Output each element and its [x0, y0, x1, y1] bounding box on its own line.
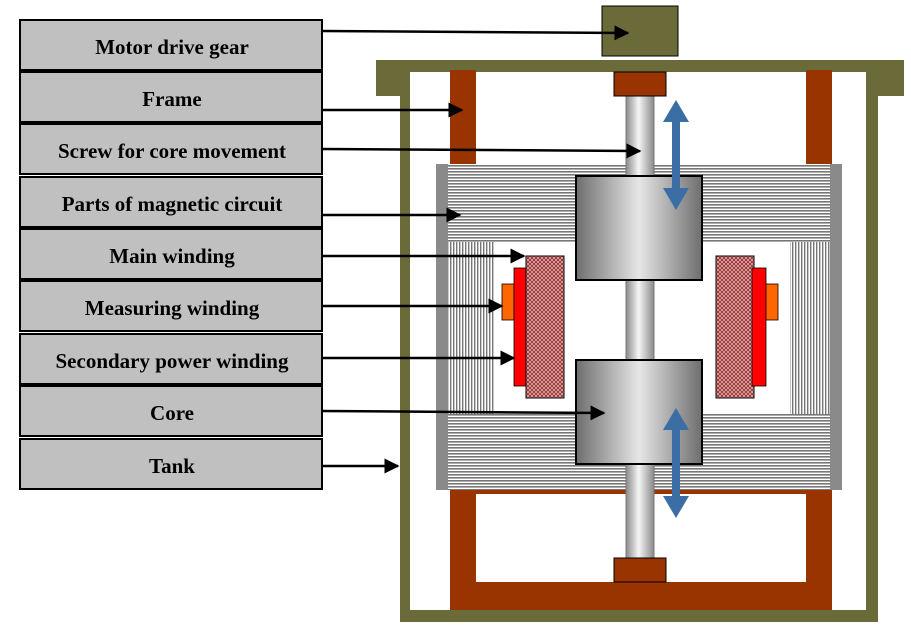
main-winding-left — [525, 255, 565, 399]
label-core: Core — [150, 401, 194, 425]
label-measuring-winding: Measuring winding — [85, 296, 260, 320]
secondary-winding-left — [501, 283, 515, 321]
windings-right — [715, 255, 779, 399]
windings-left — [501, 255, 565, 399]
pointer-screw — [321, 143, 642, 159]
label-box-frame — [19, 71, 323, 123]
main-winding-right — [715, 255, 755, 399]
label-tank: Tank — [149, 454, 195, 478]
label-box-tank — [19, 438, 323, 490]
movement-arrow-upper — [663, 100, 689, 210]
label-frame: Frame — [142, 87, 201, 111]
pointer-core — [321, 405, 606, 421]
screw — [613, 71, 667, 583]
secondary-winding-right — [765, 283, 779, 321]
label-screw: Screw for core movement — [58, 139, 286, 163]
label-magnetic-parts: Parts of magnetic circuit — [62, 192, 283, 216]
motor-drive-gear — [601, 5, 679, 57]
measuring-winding-right — [751, 267, 767, 387]
label-main-winding: Main winding — [109, 244, 235, 268]
label-box-magnetic-parts — [19, 176, 323, 228]
label-secondary-winding: Secondary power winding — [56, 349, 289, 373]
label-box-motor-drive-gear — [19, 19, 323, 71]
label-box-core — [19, 385, 323, 437]
label-boxes — [19, 19, 323, 490]
pointer-motor-drive-gear — [321, 25, 630, 41]
label-box-main-winding — [19, 228, 323, 280]
label-box-measuring-winding — [19, 280, 323, 332]
pointer-arrows — [321, 25, 642, 474]
movement-arrow-lower — [663, 408, 689, 518]
label-box-secondary-winding — [19, 333, 323, 385]
label-motor-drive-gear: Motor drive gear — [95, 35, 249, 59]
